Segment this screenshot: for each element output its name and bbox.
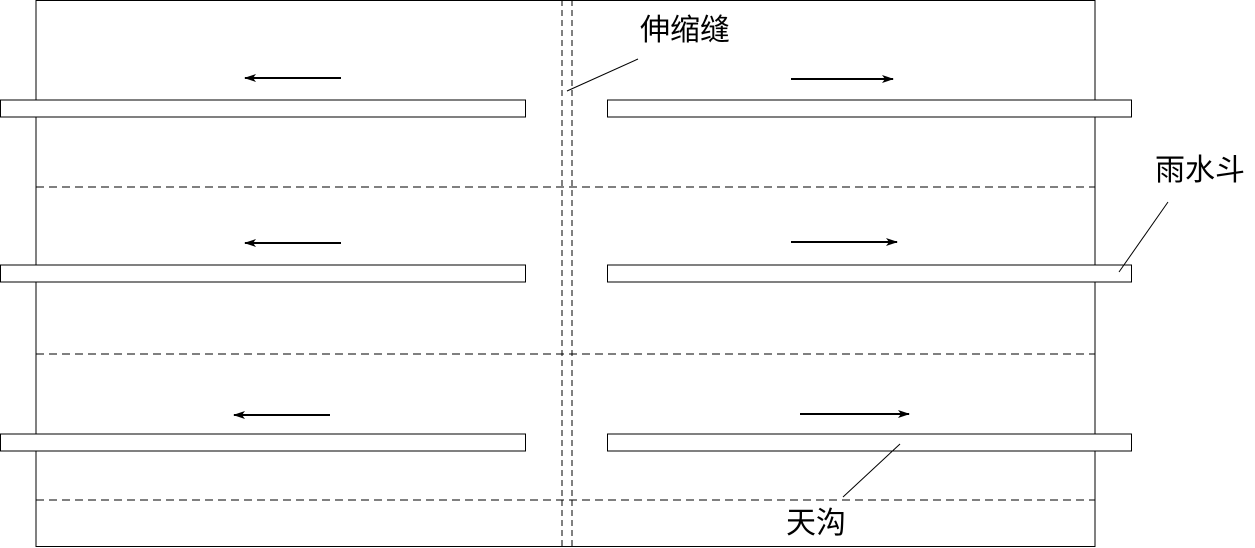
arrows-left — [233, 74, 341, 419]
leader-lines — [566, 58, 1169, 498]
leader-rain-hopper — [1118, 201, 1169, 273]
gutters-left — [0, 99, 526, 452]
gutter-left-3 — [0, 433, 526, 452]
gutter-left-1 — [0, 99, 526, 118]
gutter-left-2 — [0, 264, 526, 283]
gutter-right-2 — [607, 264, 1132, 283]
leader-gutter — [842, 443, 901, 498]
ridge-lines — [36, 186, 1095, 501]
gutters-right — [607, 99, 1132, 452]
arrows-right — [791, 75, 910, 418]
expansion-joint — [561, 0, 573, 548]
label-rain-hopper: 雨水斗 — [1155, 153, 1245, 188]
gutter-right-1 — [607, 99, 1132, 118]
gutter-right-3 — [607, 433, 1132, 452]
label-gutter: 天沟 — [786, 506, 846, 541]
leader-expansion-joint — [566, 58, 639, 92]
label-expansion-joint: 伸缩缝 — [640, 13, 730, 48]
